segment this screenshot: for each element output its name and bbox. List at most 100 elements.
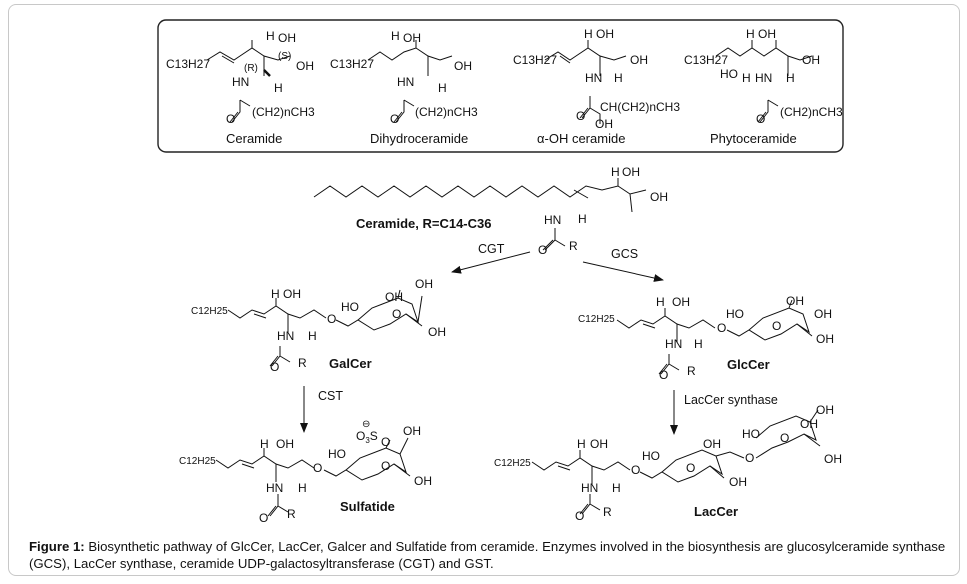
svg-text:OH: OH [454,59,472,73]
svg-text:O: O [686,461,695,475]
svg-text:O: O [313,461,322,475]
svg-text:O: O [745,451,754,465]
chain-label: C13H27 [330,57,374,71]
svg-text:OH: OH [283,287,301,301]
svg-text:HN: HN [266,481,283,495]
stereo-s-label: (S) [278,51,291,62]
svg-text:OH: OH [703,437,721,451]
svg-text:HO: HO [328,447,346,461]
enzyme-cgt-label: CGT [478,242,505,256]
svg-text:H: H [742,71,751,85]
svg-text:H: H [584,27,593,41]
svg-text:H: H [746,27,755,41]
svg-text:OH: OH [758,27,776,41]
svg-text:OH: OH [786,294,804,308]
chain-label: C12H25 [191,306,228,317]
svg-text:OH: OH [802,53,820,67]
svg-text:OH: OH [403,424,421,438]
svg-text:HO: HO [742,427,760,441]
svg-text:O: O [772,319,781,333]
acyl-label: (CH2)nCH3 [252,105,315,119]
svg-text:O: O [259,511,268,525]
svg-text:O: O [270,360,279,374]
svg-text:R: R [687,364,696,378]
svg-text:O: O [631,463,640,477]
svg-text:OH: OH [814,307,832,321]
svg-text:O: O [390,112,399,126]
svg-text:OH: OH [816,332,834,346]
product-galcer: GalCer [329,356,372,371]
structures-inset-box [157,19,844,153]
svg-text:H: H [391,29,400,43]
svg-text:HO: HO [720,67,738,81]
svg-text:H: H [266,29,275,43]
svg-text:OH: OH [296,59,314,73]
svg-text:OH: OH [622,165,640,179]
svg-text:H: H [274,81,283,95]
svg-text:OH: OH [596,27,614,41]
figure-caption: Figure 1: Biosynthetic pathway of GlcCer… [29,538,949,572]
svg-text:HN: HN [544,213,561,227]
svg-text:O: O [576,109,585,123]
svg-text:⊖: ⊖ [362,419,370,430]
svg-text:R: R [569,239,578,253]
svg-text:O: O [226,112,235,126]
chain-label: C13H27 [513,53,557,67]
svg-text:OH: OH [428,325,446,339]
inset-name-alpha-oh-ceramide: α-OH ceramide [537,131,625,146]
svg-text:OH: OH [403,31,421,45]
start-compound-name: Ceramide, R=C14-C36 [356,216,491,231]
acyl-label: (CH2)nCH3 [415,105,478,119]
svg-text:OH: OH [278,31,296,45]
svg-text:OH: OH [590,437,608,451]
svg-text:H: H [438,81,447,95]
svg-text:OH: OH [729,475,747,489]
svg-text:H: H [578,212,587,226]
svg-text:H: H [298,481,307,495]
svg-text:OH: OH [824,452,842,466]
enzyme-laccer-synthase-label: LacCer synthase [684,393,778,407]
chain-label: C12H25 [179,456,216,467]
product-glccer: GlcCer [727,357,770,372]
svg-text:OH: OH [630,53,648,67]
svg-text:HO: HO [726,307,744,321]
svg-text:OH: OH [414,474,432,488]
svg-text:O: O [327,312,336,326]
alpha-oh-ceramide-structure [544,40,627,124]
glccer-structure [616,299,813,375]
svg-text:H: H [694,337,703,351]
chain-label: C13H27 [166,57,210,71]
stereo-r-label: (R) [244,63,258,74]
svg-text:HO: HO [341,300,359,314]
acyl-label: (CH2)nCH3 [780,105,843,119]
svg-text:O: O [659,368,668,382]
svg-text:HN: HN [277,329,294,343]
svg-text:HO: HO [642,449,660,463]
dihydroceramide-structure [367,40,453,123]
svg-text:O: O [538,243,547,257]
svg-text:HN: HN [581,481,598,495]
laccer-structure [531,409,821,515]
inset-name-ceramide: Ceramide [226,131,282,146]
svg-text:O: O [717,321,726,335]
svg-text:H: H [612,481,621,495]
ceramide-structure [206,40,291,123]
acyl-label: CH(CH2)nCH3 [600,100,680,114]
svg-text:H: H [260,437,269,451]
svg-text:O: O [392,307,401,321]
svg-text:H: H [656,295,665,309]
svg-text:OH: OH [800,417,818,431]
svg-text:OH: OH [672,295,690,309]
svg-text:H: H [611,165,620,179]
svg-text:HN: HN [585,71,602,85]
caption-text: Biosynthetic pathway of GlcCer, LacCer, … [29,539,946,571]
svg-text:H: H [308,329,317,343]
svg-text:O: O [756,112,765,126]
svg-text:O3S: O3S [356,429,378,445]
svg-text:HN: HN [397,75,414,89]
svg-text:H: H [577,437,586,451]
